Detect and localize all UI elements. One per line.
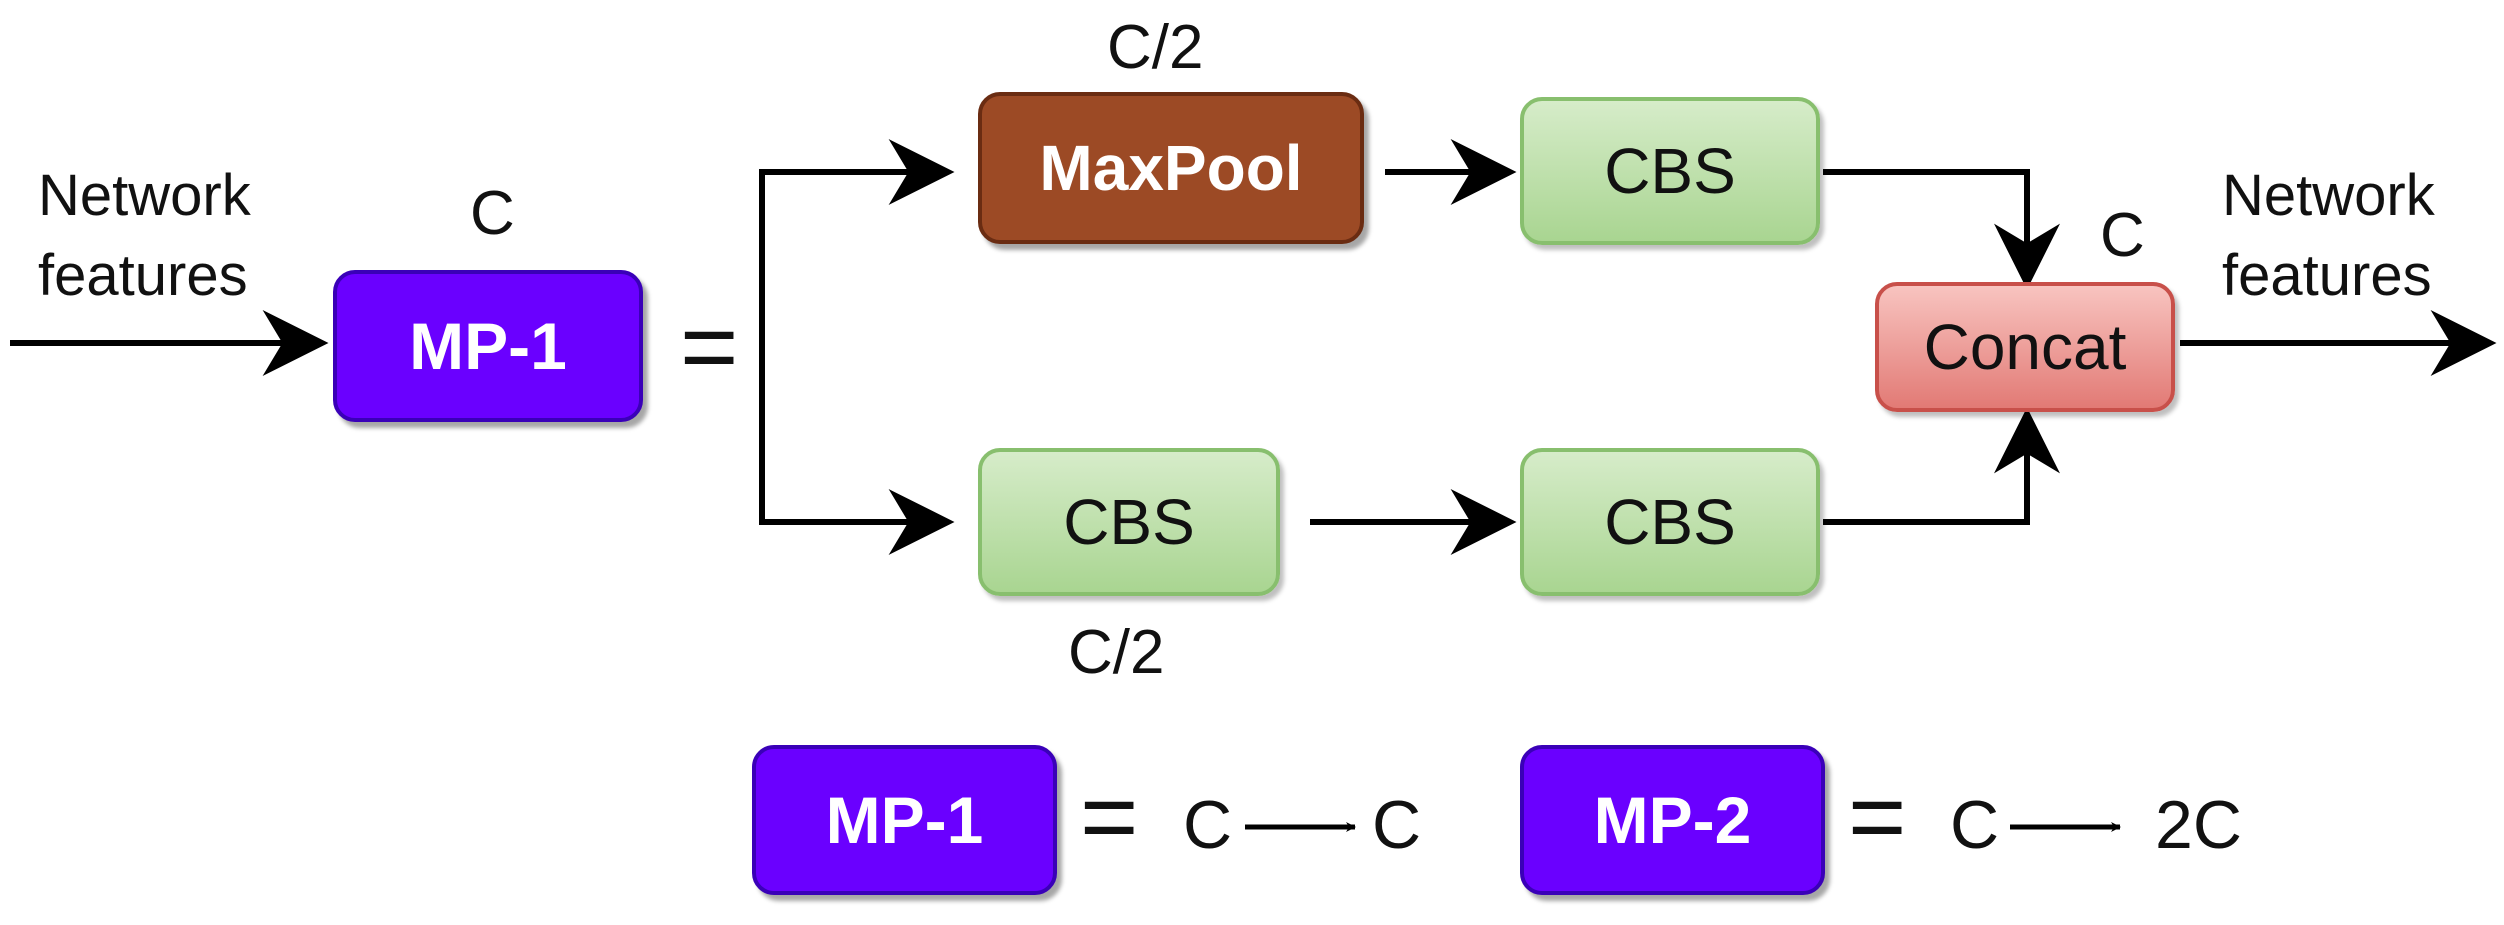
legend-2-from: C [1950, 787, 2000, 863]
mp1-block: MP-1 [333, 270, 643, 422]
legend-1-to: C [1372, 787, 1422, 863]
concat-block: Concat [1875, 282, 2175, 412]
legend-2-equals: = [1848, 761, 1907, 873]
legend-1-equals: = [1080, 761, 1139, 873]
legend-1-from: C [1183, 787, 1233, 863]
split-trunk [759, 169, 945, 525]
cbs-block-bottom-2: CBS [1520, 448, 1820, 596]
maxpool-channel: C/2 [1107, 13, 1204, 82]
legend-mp1-block: MP-1 [752, 745, 1057, 895]
cbs-block-top: CBS [1520, 97, 1820, 245]
maxpool-block: MaxPool [978, 92, 1364, 244]
bottom-to-concat-arrow [1823, 407, 2060, 525]
legend-2-to: 2C [2155, 787, 2242, 863]
main-block-channel: C [470, 179, 515, 248]
input-label-line-2: features [38, 243, 248, 308]
output-label-line-2: features [2222, 243, 2432, 308]
cbs-block-bottom-1: CBS [978, 448, 1280, 596]
concat-channel: C [2100, 201, 2145, 270]
top-to-concat-arrow [1823, 169, 2060, 290]
equals-sign: = [680, 291, 739, 403]
output-label-line-1: Network [2222, 163, 2435, 228]
input-label-line-1: Network [38, 163, 251, 228]
cbs-bottom-channel: C/2 [1068, 618, 1165, 687]
legend-mp2-block: MP-2 [1520, 745, 1825, 895]
